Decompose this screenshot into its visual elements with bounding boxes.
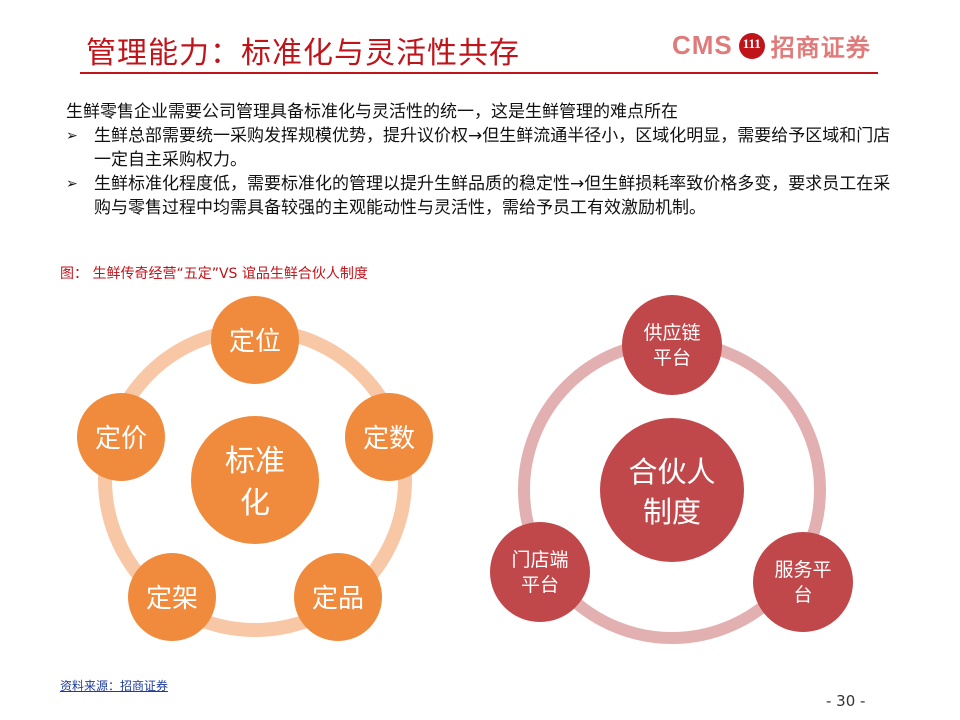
left-node-shelf-label: 定架 [146,584,198,614]
left-node-product [294,553,382,641]
right-node-service [753,532,853,632]
body-text: 生鲜零售企业需要公司管理具备标准化与灵活性的统一，这是生鲜管理的难点所在 ➢ 生… [66,100,896,220]
right-node-supply-chain-line-1: 供应链 [643,322,700,344]
logo-cms-text: CMS [672,30,733,60]
right-node-service-line-1: 服务平 [774,559,831,581]
logo-company-name: 招商证券 [770,34,871,62]
right-node-store-line-1: 门店端 [511,549,568,571]
left-node-position [211,296,299,384]
bullet-item-2: ➢ 生鲜标准化程度低，需要标准化的管理以提升生鲜品质的稳定性→但生鲜损耗率致价格… [66,172,896,220]
page-title: 管理能力：标准化与灵活性共存 [86,36,520,71]
left-center-line-1: 标准 [225,444,285,479]
left-node-shelf [128,553,216,641]
intro-paragraph: 生鲜零售企业需要公司管理具备标准化与灵活性的统一，这是生鲜管理的难点所在 [66,102,678,122]
left-diagram: 标准 化 定位 定数 定品 定架 定价 [77,296,433,641]
logo-badge-icon: 111 [738,32,765,59]
right-diagram: 合伙人 制度 供应链 平台 服务平 台 门店端 平台 [490,295,853,644]
company-logo: CMS 111 招商证券 [672,28,871,63]
figure-caption: 图： 生鲜传奇经营“五定”VS 谊品生鲜合伙人制度 [60,266,368,282]
right-center-line-1: 合伙人 [628,455,715,489]
left-node-position-label: 定位 [229,327,281,357]
left-center-line-2: 化 [240,486,270,521]
page-number: - 30 - [826,692,866,710]
left-node-price-label: 定价 [95,424,147,454]
left-center-circle [191,416,319,544]
title-divider [80,72,878,74]
bullet-text-1: 生鲜总部需要统一采购发挥规模优势，提升议价权→但生鲜流通半径小，区域化明显，需要… [94,126,891,170]
logo-badge-text: 111 [742,35,761,51]
source-link[interactable]: 资料来源：招商证券 [60,679,169,693]
bullet-item-1: ➢ 生鲜总部需要统一采购发挥规模优势，提升议价权→但生鲜流通半径小，区域化明显，… [66,124,896,172]
bullet-arrow-icon: ➢ [66,128,78,144]
bullet-text-2: 生鲜标准化程度低，需要标准化的管理以提升生鲜品质的稳定性→但生鲜损耗率致价格多变… [94,174,891,218]
right-center-line-2: 制度 [643,495,701,529]
right-node-supply-chain [622,295,722,395]
bullet-arrow-icon: ➢ [66,176,78,192]
right-center-circle [600,418,744,562]
right-node-supply-chain-line-2: 平台 [653,347,691,369]
right-node-store [490,522,590,622]
left-node-price [77,393,165,481]
left-node-quantity-label: 定数 [363,424,415,454]
right-node-store-line-2: 平台 [521,574,559,596]
right-node-service-line-2: 台 [793,584,812,606]
left-node-quantity [345,393,433,481]
left-node-product-label: 定品 [312,584,364,614]
